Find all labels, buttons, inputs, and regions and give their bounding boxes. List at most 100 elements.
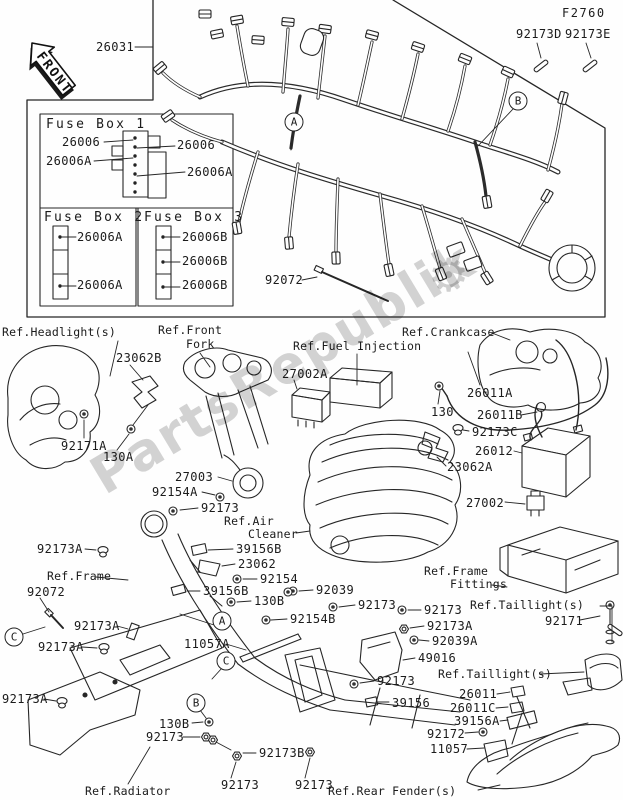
view-marker-c: C [4,627,24,647]
part-number-label: 92039 [316,583,355,597]
part-number-label: 92171 [545,614,584,628]
part-number-label: 26006B [182,230,228,244]
reference-label: Ref.Air [224,514,274,528]
part-number-label: 39156B [203,584,249,598]
reference-label: Ref.Fuel Injection [293,339,422,353]
leader-lines [22,42,613,791]
part-number-label: 92173B [259,746,305,760]
fuse-box-title: Fuse Box 1 [46,117,147,132]
reference-label: Cleaner [248,527,298,541]
part-number-label: 27003 [175,470,214,484]
part-number-label: 130B [254,594,285,608]
part-number-label: 92173A [2,692,48,706]
part-number-label: 92173A [74,619,120,633]
damper-parts [125,543,379,708]
part-number-label: 11057A [184,637,230,651]
part-number-label: 23062B [116,351,162,365]
part-number-label: 92173 [221,778,260,792]
part-number-label: 92072 [265,273,304,287]
view-marker-a: A [212,611,232,631]
part-number-label: 39156 [392,696,431,710]
part-number-label: F2760 [562,6,606,20]
part-number-label: 92173E [565,27,611,41]
part-number-label: 26011C [450,701,496,715]
part-number-label: 92173D [516,27,562,41]
view-marker-b: B [508,91,528,111]
part-number-label: 26011A [467,386,513,400]
relay-drawing [526,490,545,517]
part-number-label: 92072 [27,585,66,599]
part-number-label: 92154B [290,612,336,626]
reference-label: Ref.Crankcase [402,325,495,339]
part-number-label: 39156A [454,714,500,728]
reference-label: Ref.Taillight(s) [438,667,552,681]
harness-panel-border [26,0,606,318]
part-number-label: 23062 [238,557,277,571]
taillight-drawing [584,600,623,691]
cover-49016 [359,631,403,681]
stay-11057a [239,633,302,663]
part-number-label: 26006 [62,135,101,149]
part-number-label: 130A [103,450,134,464]
part-number-label: 26006A [77,278,123,292]
part-number-label: 92173A [427,619,473,633]
frame-fittings-drawing [499,526,619,594]
ecu-drawing [291,367,393,429]
part-number-label: 92173 [146,730,185,744]
part-number-label: 26011 [459,687,498,701]
reference-label: Ref.Frame [424,564,489,578]
part-number-label: 26031 [96,40,135,54]
bracket-23062b [131,375,159,409]
part-number-label: 26006B [182,254,228,268]
part-number-label: 92173C [472,425,518,439]
part-number-label: 26011B [477,408,523,422]
battery-drawing [521,339,591,498]
reference-label: Fittings [450,577,507,591]
part-number-label: 92039A [432,634,478,648]
part-number-label: 92172 [427,727,466,741]
reference-label: Ref.Taillight(s) [470,598,584,612]
view-marker-a: A [284,112,304,132]
front-direction-arrow [29,42,77,101]
reference-label: Ref.Frame [47,569,112,583]
air-cleaner-drawing [303,419,462,563]
reference-label: Fork [186,337,215,351]
frame-drawing [161,533,471,729]
fuse-box-title: Fuse Box 2 [44,210,145,225]
part-number-label: 49016 [418,651,457,665]
view-marker-b: B [186,693,206,713]
reference-label: Ref.Radiator [85,784,171,798]
round-connector [548,244,596,292]
view-marker-c: C [216,651,236,671]
harness-connectors [152,9,569,286]
part-number-label: 26006A [46,154,92,168]
part-number-label: 39156B [236,542,282,556]
part-number-label: 23062A [447,460,493,474]
part-number-label: 130B [159,717,190,731]
part-number-label: 11057 [430,742,469,756]
fuse-box-3-drawing [137,207,234,307]
part-number-label: 92173 [424,603,463,617]
rear-fender-drawing [466,677,621,790]
part-number-label: 26006A [77,230,123,244]
part-number-label: 26012 [475,444,514,458]
wiring-harness-drawing [152,9,596,302]
part-number-label: 27002 [466,496,505,510]
part-number-label: 92173 [295,778,334,792]
part-number-label: 92173 [377,674,416,688]
sensor-chain-parts [478,685,538,763]
part-number-label: 27002A [282,367,328,381]
part-number-label: 26006B [182,278,228,292]
part-number-label: 92173A [38,640,84,654]
part-number-label: 92173A [37,542,83,556]
cable-tie-top [313,264,389,302]
reference-label: Ref.Headlight(s) [2,325,116,339]
part-number-label: 92154A [152,485,198,499]
reference-label: Ref.Rear Fender(s) [328,784,457,798]
part-number-label: 26006 [177,138,216,152]
radiator-drawing [27,609,223,756]
part-number-label: 92173 [358,598,397,612]
